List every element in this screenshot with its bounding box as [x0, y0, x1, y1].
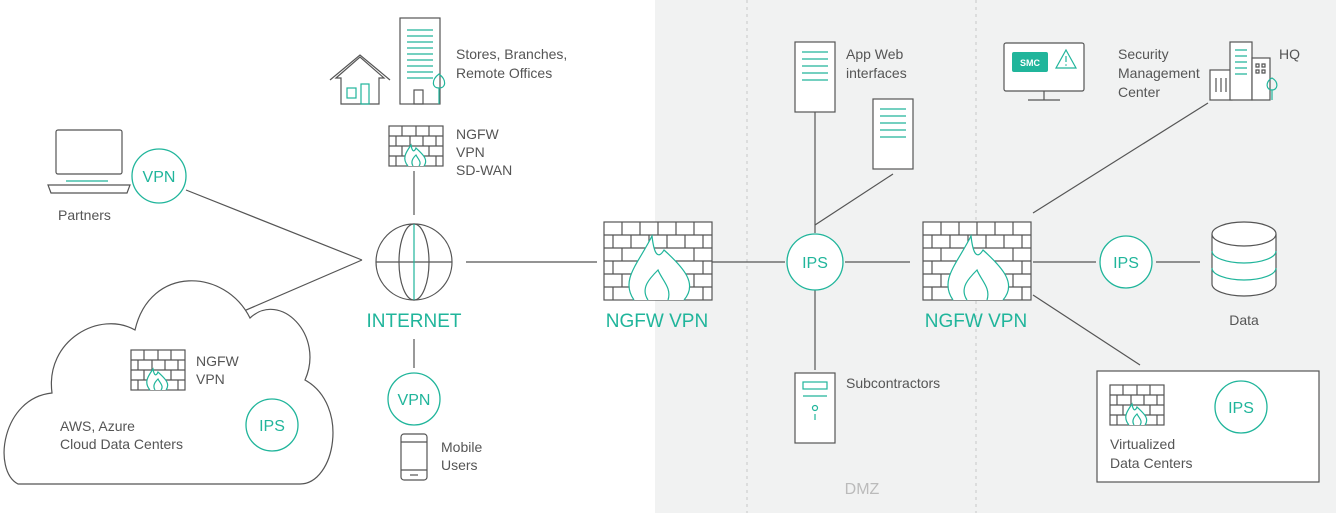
ips-badge-data: IPS: [1099, 235, 1153, 289]
cloud-dc-label-2: Cloud Data Centers: [60, 436, 183, 452]
warning-icon: [1054, 48, 1078, 69]
smc-badge-text: SMC: [1020, 58, 1041, 68]
edge-fw-label: NGFW VPN: [606, 311, 708, 332]
smc-label-1: Security: [1118, 46, 1169, 62]
svg-text:IPS: IPS: [1228, 400, 1254, 417]
smc-label-2: Management: [1118, 65, 1200, 81]
vpn-badge-mobile: VPN: [387, 372, 441, 426]
ips-badge-virtualized: IPS: [1214, 380, 1268, 434]
building-icon: [399, 17, 441, 105]
monitor-icon: SMC: [1003, 42, 1085, 101]
partners-label: Partners: [58, 207, 111, 223]
smc-label-3: Center: [1118, 84, 1160, 100]
mobile-label-2: Users: [441, 457, 478, 473]
vpn-badge-partners: VPN: [131, 148, 187, 204]
stores-label-1: Stores, Branches,: [456, 46, 567, 62]
stores-label-2: Remote Offices: [456, 65, 552, 81]
server-icon-app-2: [872, 98, 914, 170]
firewall-icon-edge: [603, 221, 713, 301]
ips-badge-cloud: IPS: [245, 398, 299, 452]
app-web-label-2: interfaces: [846, 65, 907, 81]
app-web-label-1: App Web: [846, 46, 904, 62]
firewall-icon-branch: [388, 125, 444, 167]
globe-icon: [375, 223, 453, 301]
svg-text:VPN: VPN: [398, 392, 431, 409]
core-fw-label: NGFW VPN: [925, 311, 1027, 332]
cloud-fw-label-2: VPN: [196, 371, 225, 387]
branch-fw-label-1: NGFW: [456, 126, 500, 142]
firewall-icon-core: [922, 221, 1032, 301]
cloud-dc-label-1: AWS, Azure: [60, 418, 135, 434]
internet-label: INTERNET: [367, 311, 462, 332]
tree-icon: [432, 73, 446, 104]
branch-fw-label-2: VPN: [456, 144, 485, 160]
svg-text:IPS: IPS: [259, 418, 285, 435]
firewall-icon-virtualized: [1109, 384, 1165, 426]
ips-badge-dmz: IPS: [786, 233, 844, 291]
house-icon: [329, 54, 391, 105]
branch-fw-label-3: SD-WAN: [456, 162, 512, 178]
dmz-label: DMZ: [845, 481, 880, 498]
cloud-fw-label-1: NGFW: [196, 353, 240, 369]
hq-label: HQ: [1279, 46, 1300, 62]
database-icon: [1211, 221, 1277, 297]
virtualized-label-2: Data Centers: [1110, 455, 1192, 471]
firewall-icon-cloud: [130, 349, 186, 391]
virtualized-label-1: Virtualized: [1110, 436, 1175, 452]
server-icon-subcontractors: [794, 372, 836, 444]
laptop-icon: [47, 129, 131, 194]
tree-icon-hq: [1266, 77, 1278, 100]
server-icon-app-1: [794, 41, 836, 113]
mobile-label-1: Mobile: [441, 439, 482, 455]
subcontractors-label: Subcontractors: [846, 375, 940, 391]
hq-building-icon: [1209, 41, 1271, 101]
svg-text:IPS: IPS: [802, 255, 828, 272]
phone-icon: [400, 433, 428, 481]
svg-text:IPS: IPS: [1113, 255, 1139, 272]
svg-text:VPN: VPN: [143, 169, 176, 186]
data-label: Data: [1229, 312, 1259, 328]
